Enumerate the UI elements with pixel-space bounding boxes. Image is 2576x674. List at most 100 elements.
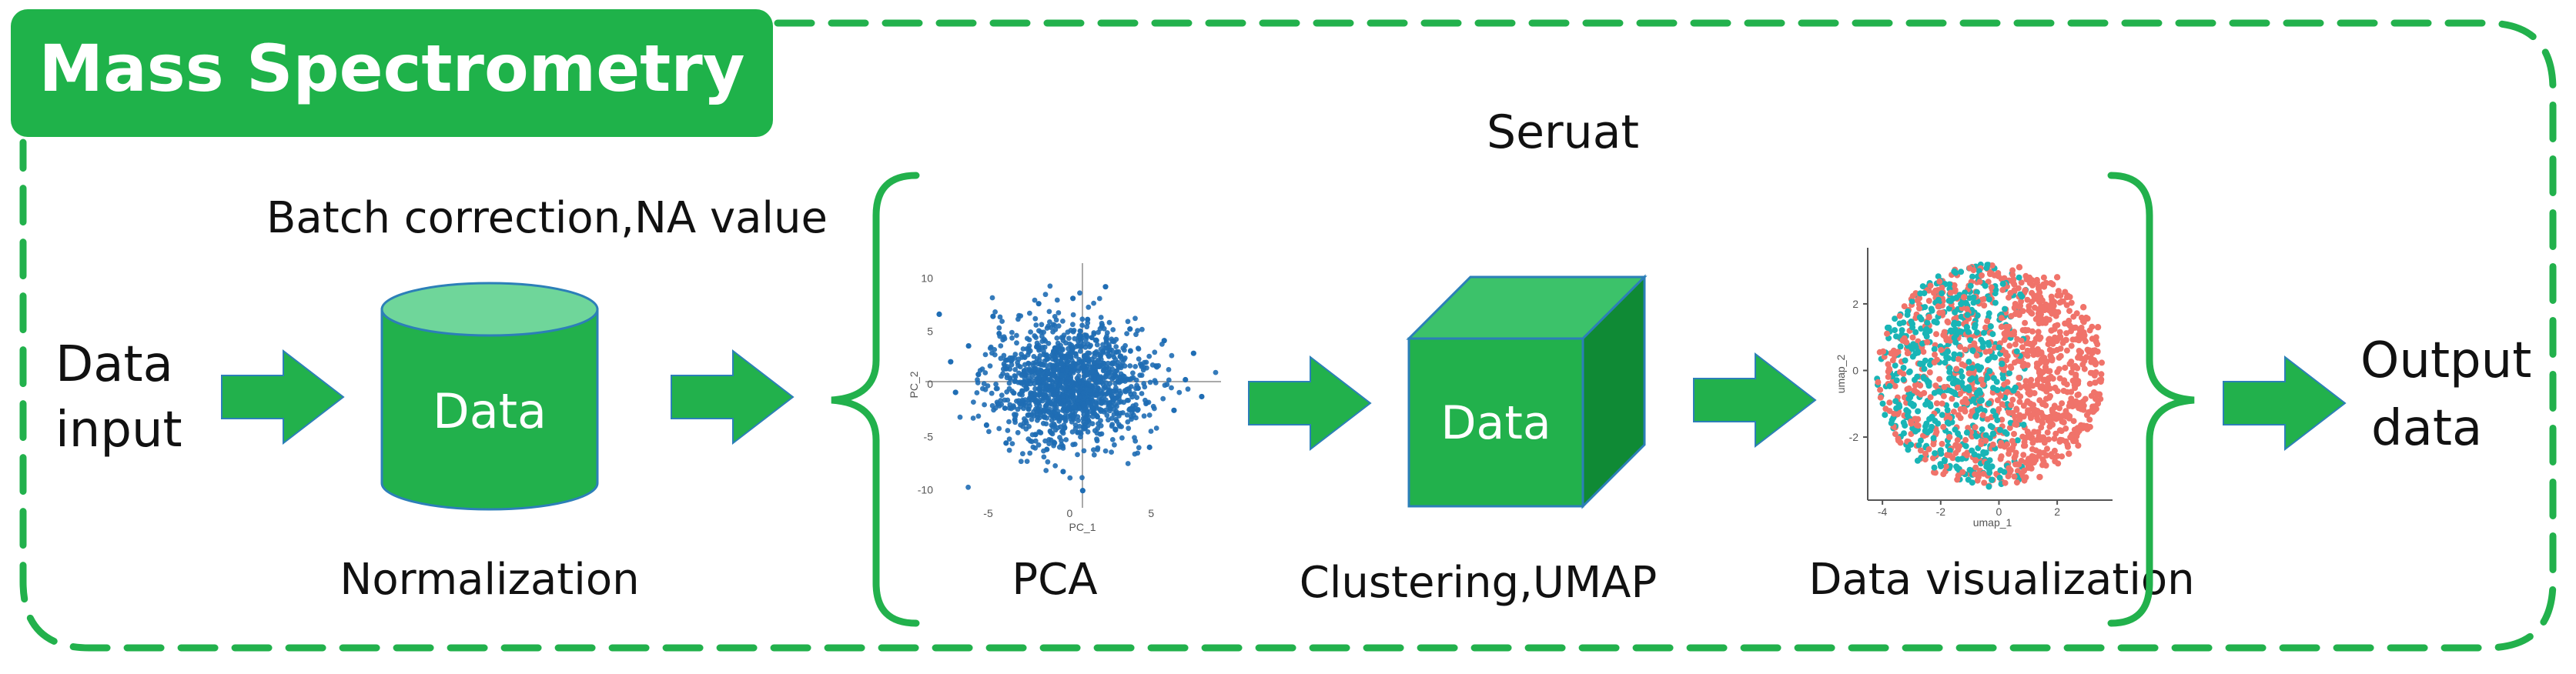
pca-points xyxy=(936,284,1205,494)
umap-point-0-1 xyxy=(2071,380,2079,388)
pca-point-36 xyxy=(1199,393,1205,400)
pca-y-tick: 5 xyxy=(927,325,933,337)
arrow-4 xyxy=(1693,352,1817,449)
umap-point-0-17 xyxy=(2053,274,2061,281)
umap-point-0-3 xyxy=(2056,427,2064,434)
pca-point-15 xyxy=(1153,363,1159,369)
umap-point-0-15 xyxy=(1925,314,1932,321)
pca-y-tick: 10 xyxy=(921,272,933,285)
umap-point-1-6 xyxy=(1952,377,1959,384)
pca-point-34 xyxy=(1161,338,1167,344)
pca-y-tick: -10 xyxy=(918,483,933,495)
umap-point-1-4 xyxy=(1989,430,1997,437)
umap-point-0-4 xyxy=(2086,347,2093,354)
umap-point-0-0 xyxy=(2048,327,2055,334)
umap-point-0-10 xyxy=(1960,294,1968,301)
umap-xlabel: umap_1 xyxy=(1973,516,2012,529)
pca-point-1 xyxy=(1086,387,1092,393)
umap-point-0-9 xyxy=(2042,363,2049,371)
pca-point-33 xyxy=(1035,301,1042,307)
umap-point-0-2 xyxy=(2022,287,2029,294)
umap-point-0-12 xyxy=(2092,403,2099,411)
title-box xyxy=(11,9,773,137)
umap-point-0-13 xyxy=(2001,330,2009,338)
umap-x-tick: 0 xyxy=(1996,506,2002,518)
pca-point-6 xyxy=(1117,353,1123,359)
pca-point-14 xyxy=(1032,432,1039,438)
arrow-1 xyxy=(221,349,345,445)
pca-point-17 xyxy=(1085,316,1091,322)
umap-point-0-7 xyxy=(2079,304,2087,311)
visualization-label: Data visualization xyxy=(1808,555,2194,605)
pca-point-18 xyxy=(1044,446,1050,452)
umap-x-tick: -2 xyxy=(1936,506,1946,518)
data-input-line2: input xyxy=(55,402,182,459)
umap-point-0-23 xyxy=(2036,473,2043,481)
pca-point-5 xyxy=(1019,389,1025,395)
pca-point-10 xyxy=(1135,385,1141,392)
pca-point-23 xyxy=(1183,376,1189,383)
umap-point-1-3 xyxy=(1963,324,1971,331)
dashed-frame xyxy=(19,19,2557,652)
pca-x-tick: 0 xyxy=(1067,507,1073,519)
pca-point-28 xyxy=(990,313,996,319)
pca-point-24 xyxy=(952,389,958,395)
pca-xlabel: PC_1 xyxy=(1069,521,1096,533)
cylinder-label: Data xyxy=(433,383,547,439)
umap-point-0-6 xyxy=(1986,270,1994,278)
output-line1: Output xyxy=(2360,332,2531,389)
pca-point-35 xyxy=(983,422,990,429)
pca-point-16 xyxy=(975,372,982,378)
umap-y-tick: 2 xyxy=(1852,298,1858,310)
umap-point-0-16 xyxy=(1972,457,1979,464)
database-cylinder-icon xyxy=(380,282,599,511)
umap-point-1-0 xyxy=(1943,353,1950,361)
pca-y-tick: -5 xyxy=(924,431,934,443)
pca-point-22 xyxy=(1003,440,1009,446)
pca-point-30 xyxy=(948,359,954,365)
umap-point-1-11 xyxy=(1984,460,1991,467)
pca-point-20 xyxy=(965,342,972,349)
umap-point-1-9 xyxy=(1969,347,1976,354)
pca-point-32 xyxy=(1079,488,1086,494)
pca-point-12 xyxy=(1076,332,1082,339)
umap-point-1-5 xyxy=(1917,360,1924,368)
umap-point-0-22 xyxy=(1899,337,1906,344)
pca-x-tick: -5 xyxy=(983,507,993,519)
clustering-label: Clustering,UMAP xyxy=(1300,558,1658,608)
title-text: Mass Spectrometry xyxy=(38,31,744,106)
umap-point-0-18 xyxy=(1911,387,1918,394)
umap-point-1-14 xyxy=(1922,330,1930,338)
pca-point-cloud xyxy=(957,283,1219,490)
umap-point-0-5 xyxy=(2030,453,2038,461)
arrow-5 xyxy=(2223,355,2347,452)
pca-point-37 xyxy=(936,311,942,317)
output-line2: data xyxy=(2371,400,2482,457)
umap-y-tick: 0 xyxy=(1852,365,1858,377)
right-brace xyxy=(2107,172,2195,627)
umap-point-1-1 xyxy=(1978,397,1985,404)
umap-point-0-20 xyxy=(2094,324,2102,331)
seruat-label: Seruat xyxy=(1487,105,1639,159)
data-input-line1: Data xyxy=(55,336,173,393)
pca-point-13 xyxy=(1112,426,1119,432)
pca-point-21 xyxy=(1127,326,1133,332)
umap-points xyxy=(1899,264,2102,481)
pca-point-3 xyxy=(1106,369,1112,375)
pca-point-27 xyxy=(1146,444,1153,450)
cube-label: Data xyxy=(1440,396,1551,450)
umap-point-1-7 xyxy=(1999,360,2006,368)
pca-point-29 xyxy=(1190,350,1196,356)
umap-y-tick: -2 xyxy=(1849,431,1859,443)
umap-point-1-13 xyxy=(2010,387,2017,394)
umap-point-1-10 xyxy=(1908,400,1915,407)
pca-ylabel: PC_2 xyxy=(908,371,920,398)
umap-point-1-8 xyxy=(1937,447,1944,454)
pca-point-4 xyxy=(1072,404,1078,410)
umap-point-0-8 xyxy=(2007,467,2014,474)
umap-x-tick: 2 xyxy=(2054,506,2060,518)
